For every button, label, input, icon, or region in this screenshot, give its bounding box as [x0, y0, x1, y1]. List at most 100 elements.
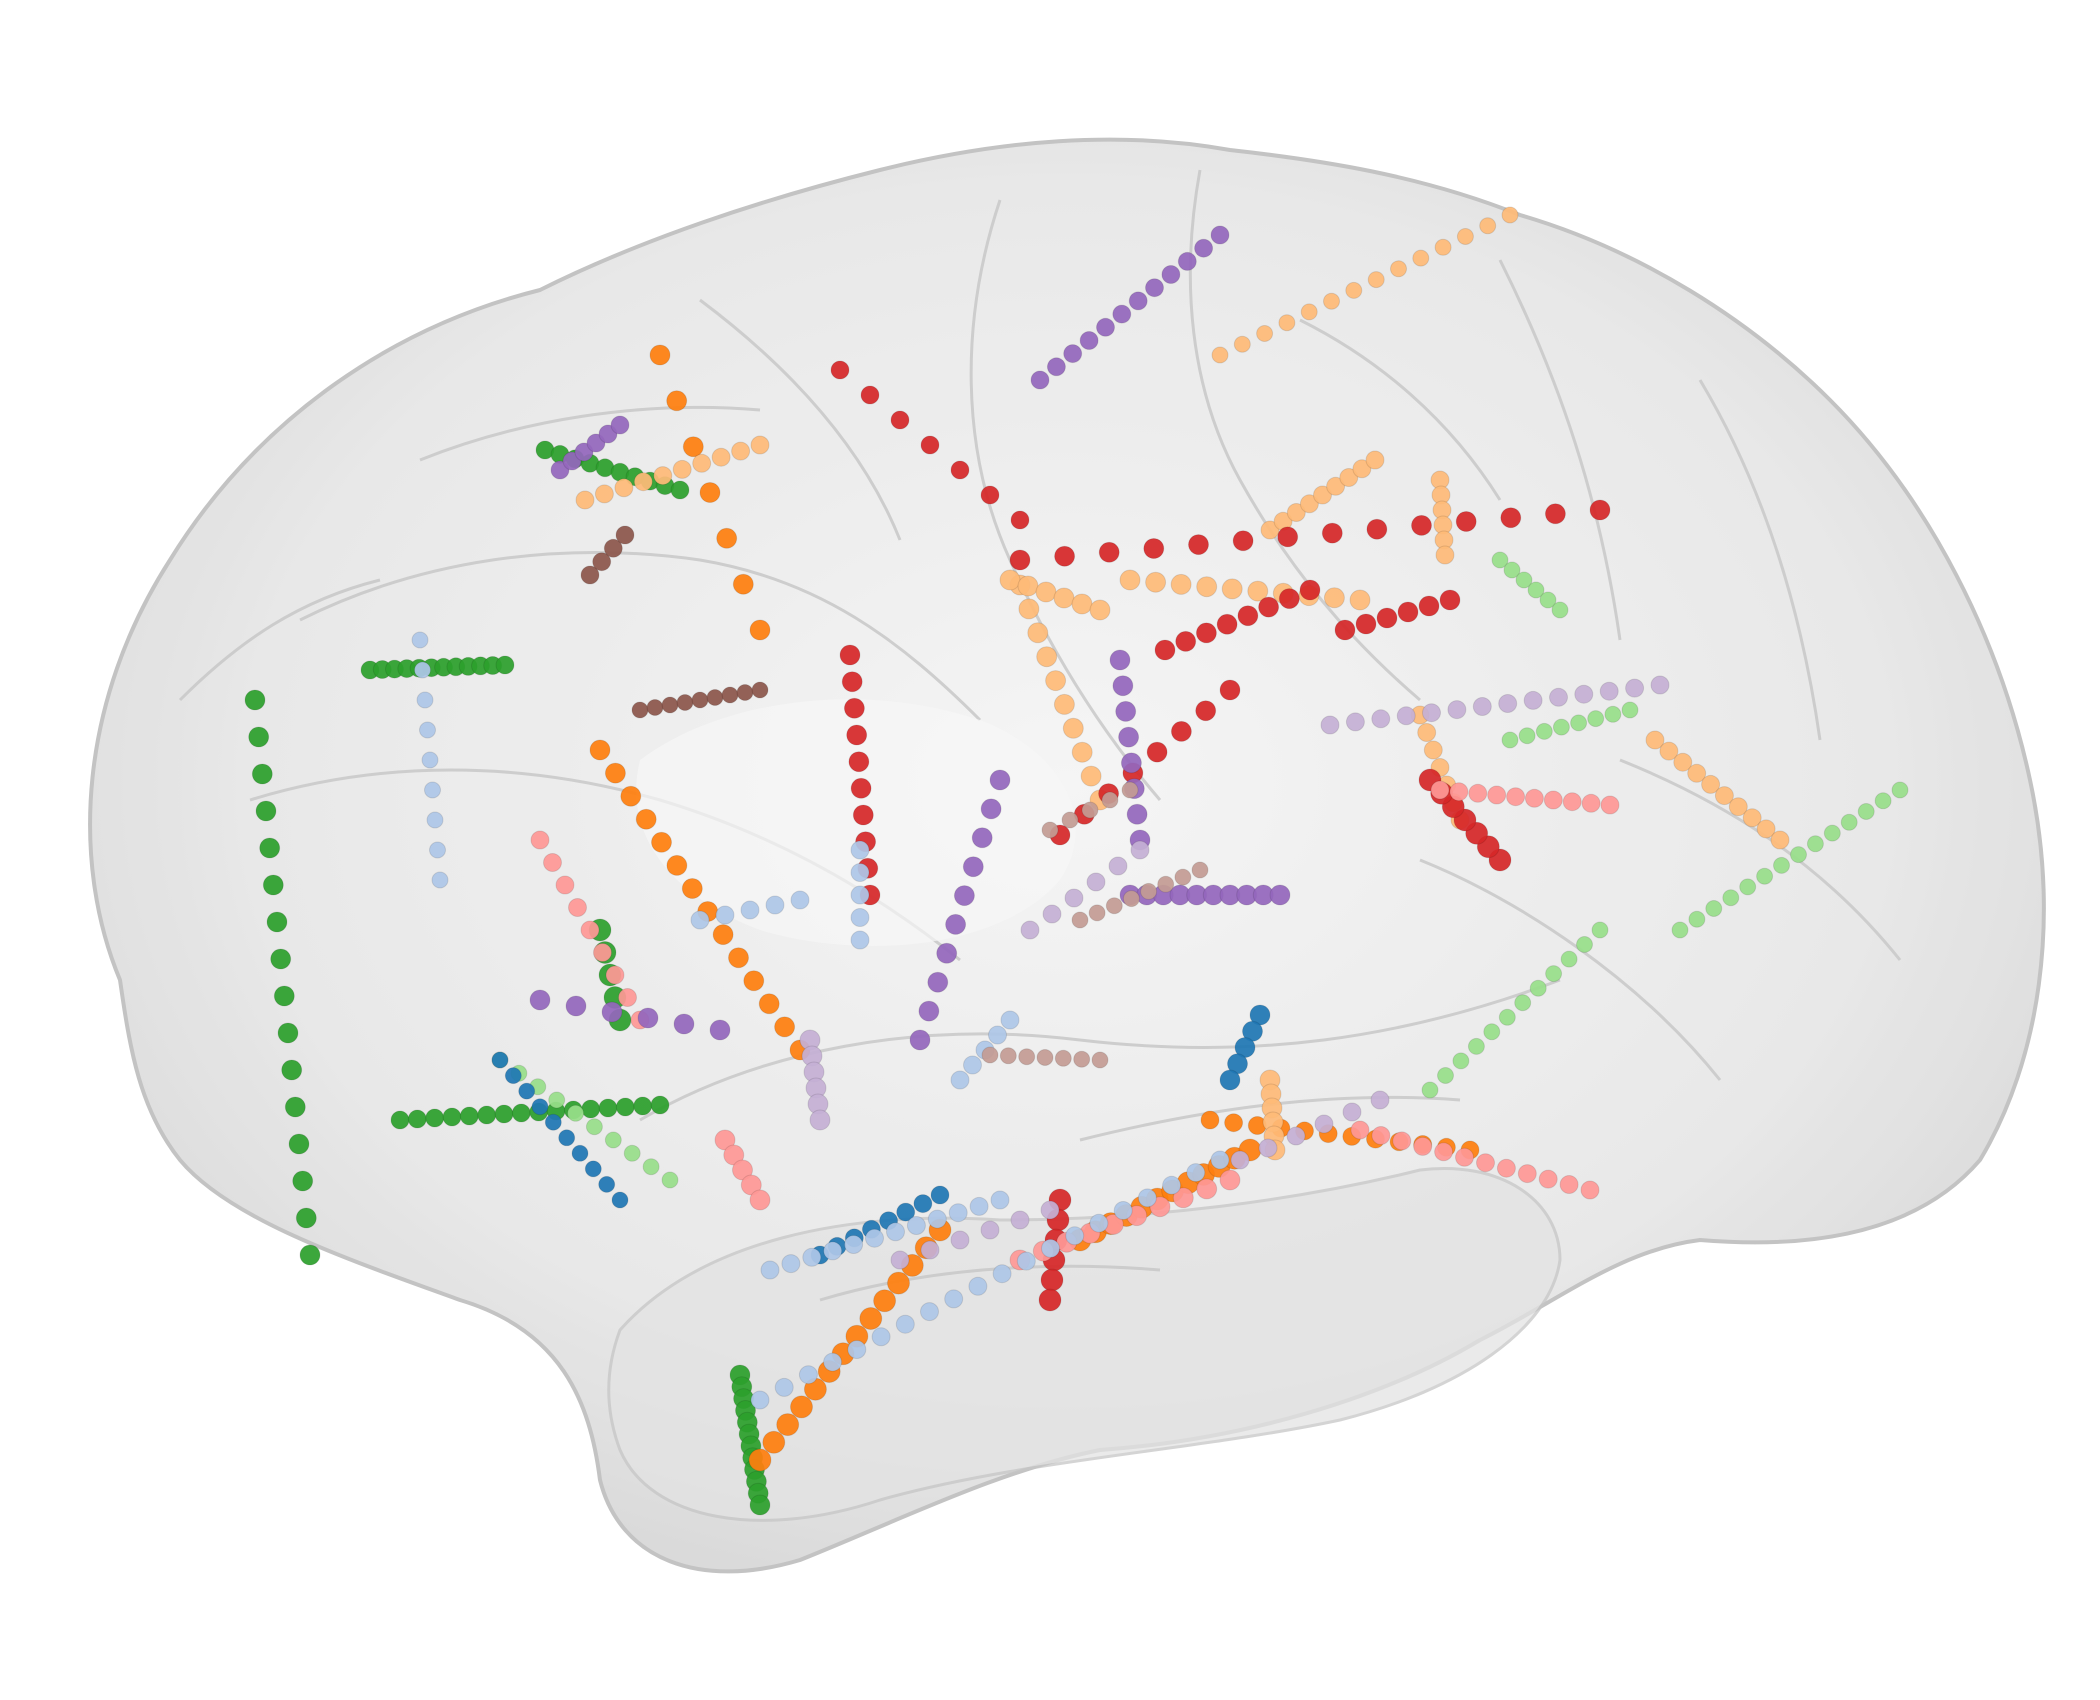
- electrode-contact: [1421, 1081, 1439, 1099]
- electrode-contact: [1417, 723, 1437, 742]
- electrode-contact: [1247, 580, 1269, 602]
- electrode-contact: [262, 874, 284, 896]
- electrode-contact: [1345, 712, 1365, 732]
- electrode-contact: [1439, 589, 1461, 611]
- electrode-contact: [843, 697, 865, 719]
- electrode-contact: [920, 1240, 940, 1260]
- electrode-contact: [1673, 752, 1693, 772]
- electrode-contact: [1559, 1175, 1579, 1194]
- electrode-contact: [511, 1103, 531, 1123]
- electrode-shaft: [1041, 781, 1139, 839]
- electrode-contact: [758, 993, 780, 1015]
- electrode-contact: [1650, 675, 1670, 695]
- electrode-shaft: [750, 1150, 1230, 1410]
- electrode-contact: [1449, 782, 1469, 802]
- electrode-contact: [682, 436, 704, 458]
- electrode-contact: [1500, 507, 1522, 529]
- electrode-contact: [1016, 1251, 1036, 1271]
- electrode-contact: [1452, 1052, 1470, 1070]
- electrode-contact: [1498, 1008, 1516, 1026]
- electrode-contact: [601, 1001, 623, 1023]
- electrode-contact: [1286, 503, 1306, 522]
- electrode-contact: [1277, 526, 1299, 548]
- electrode-shaft: [244, 689, 321, 1266]
- electrode-contact: [571, 1144, 589, 1162]
- electrode-contact: [1112, 304, 1132, 324]
- electrode-contact: [920, 435, 940, 455]
- electrode-contact: [661, 696, 679, 714]
- electrode-contact: [1447, 700, 1467, 720]
- electrode-contact: [1210, 225, 1230, 245]
- electrode-contact: [604, 762, 626, 784]
- electrode-contact: [1589, 499, 1611, 521]
- electrode-contact: [1418, 595, 1440, 617]
- electrode-contact: [390, 1110, 410, 1130]
- electrode-contact: [529, 989, 551, 1011]
- electrode-shaft: [631, 681, 769, 719]
- electrode-shaft: [360, 655, 515, 680]
- electrode-contact: [603, 538, 623, 558]
- electrode-contact: [1089, 599, 1111, 621]
- electrode-contact: [1105, 897, 1123, 915]
- electrode-contact: [852, 804, 874, 826]
- electrode-contact: [1224, 1113, 1244, 1133]
- electrode-contact: [1036, 1049, 1054, 1066]
- electrode-contact: [1216, 613, 1238, 635]
- electrode-contact: [642, 1158, 660, 1176]
- electrode-contact: [1705, 900, 1723, 917]
- electrode-contact: [859, 1307, 883, 1330]
- electrode-contact: [896, 1202, 916, 1222]
- electrode-contact: [414, 661, 431, 679]
- electrode-contact: [709, 1019, 731, 1041]
- electrode-contact: [740, 900, 760, 920]
- electrode-contact: [1430, 780, 1450, 800]
- electrode-contact: [850, 863, 870, 882]
- electrode-contact: [1756, 819, 1776, 839]
- electrode-contact: [281, 1059, 303, 1081]
- electrode-contact: [850, 908, 870, 927]
- electrode-contact: [1089, 1213, 1109, 1233]
- electrode-contact: [531, 1098, 549, 1116]
- electrode-contact: [999, 1047, 1017, 1065]
- electrode-contact: [1079, 331, 1099, 350]
- electrode-contact: [690, 910, 710, 930]
- electrode-contact: [1162, 1175, 1182, 1195]
- electrode-contact: [691, 691, 709, 709]
- electrode-contact: [1539, 591, 1557, 609]
- electrode-contact: [962, 856, 984, 878]
- electrode-contact: [1334, 619, 1356, 641]
- electrode-contact: [850, 840, 870, 860]
- electrode-contact: [1219, 679, 1241, 701]
- electrode-contact: [1030, 370, 1050, 390]
- electrode-contact: [948, 1203, 968, 1223]
- electrode-contact: [266, 911, 288, 933]
- electrode-contact: [1071, 593, 1093, 615]
- electrode-contact: [1175, 630, 1197, 652]
- electrode-contact: [992, 1264, 1012, 1284]
- electrode-contact: [1018, 1048, 1036, 1066]
- electrode-contact: [1496, 1158, 1516, 1178]
- electrode-contact: [494, 1104, 514, 1124]
- electrode-contact: [1770, 830, 1790, 850]
- electrode-contact: [1219, 1069, 1241, 1091]
- electrode-contact: [1096, 317, 1115, 337]
- electrode-contact: [604, 1131, 622, 1149]
- electrode-contact: [760, 1260, 780, 1280]
- electrode-contact: [963, 1055, 982, 1075]
- electrode-contact: [999, 569, 1021, 591]
- electrode-contact: [419, 721, 436, 739]
- electrode-contact: [1366, 518, 1388, 540]
- electrode-contact: [1468, 783, 1488, 803]
- electrode-contact: [594, 484, 614, 504]
- electrode-contact: [1437, 1067, 1454, 1084]
- electrode-contact: [927, 1209, 947, 1229]
- electrode-contact: [1020, 920, 1040, 940]
- electrode-contact: [1040, 1200, 1060, 1220]
- electrode-contact: [1350, 1120, 1370, 1140]
- electrode-contact: [1119, 569, 1141, 591]
- electrode-contact: [1487, 785, 1507, 805]
- electrode-contact: [277, 1022, 299, 1044]
- electrode-contact: [1323, 587, 1345, 609]
